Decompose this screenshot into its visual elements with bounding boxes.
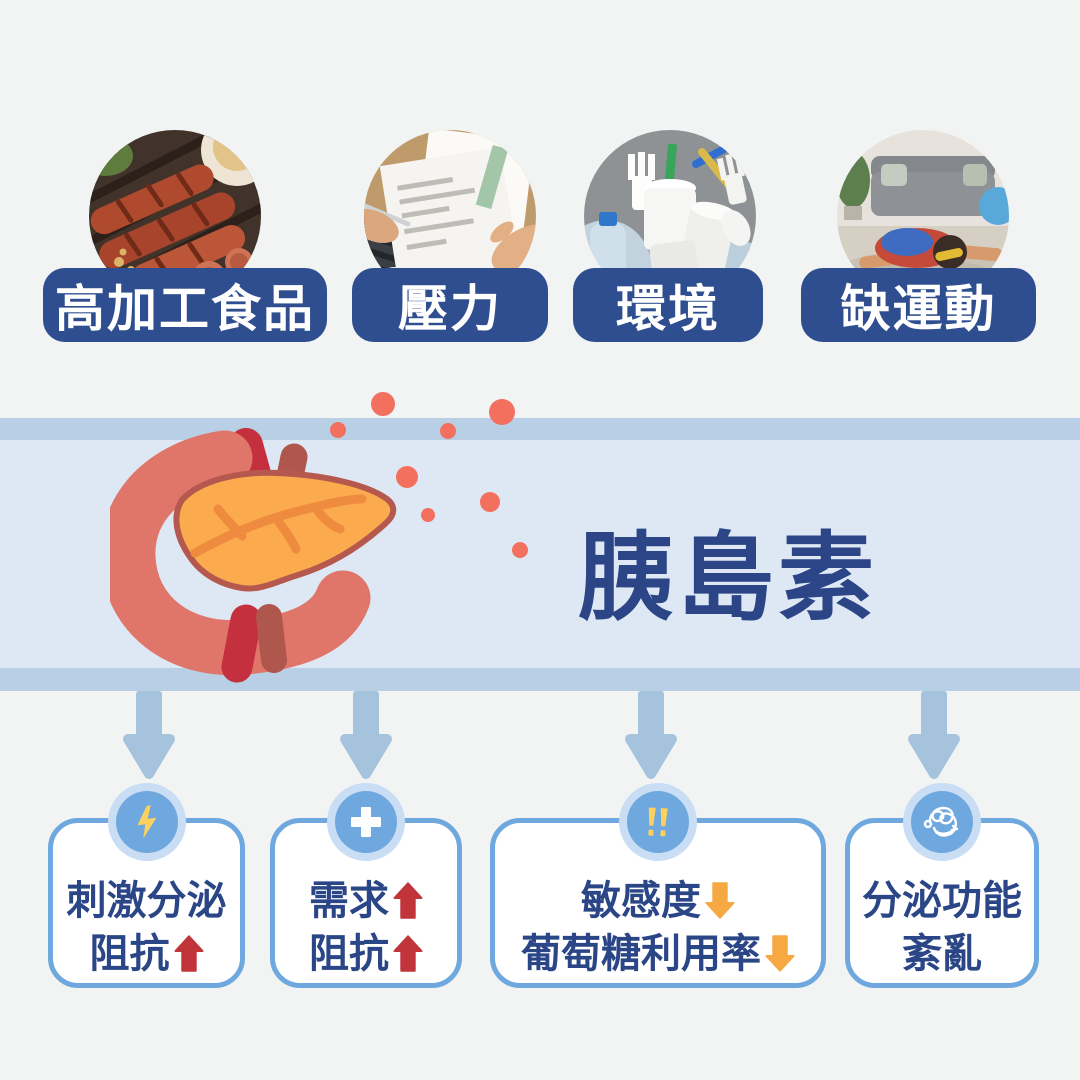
- effect-line: 敏感度: [495, 875, 821, 928]
- effect-box-stimulate-secretion: 刺激分泌 阻抗: [48, 783, 245, 988]
- cause-label-processed-food: 高加工食品: [43, 268, 327, 342]
- down-flow-arrow-icon: [340, 691, 392, 779]
- down-flow-arrow-icon: [625, 691, 677, 779]
- effect-line: 阻抗: [275, 928, 457, 981]
- tangle-scribble-icon: [911, 791, 973, 853]
- badge-ring: [107, 783, 186, 861]
- badge-ring: [327, 783, 405, 861]
- down-arrow-icon: [765, 935, 795, 972]
- effect-line: 需求: [275, 875, 457, 928]
- pancreas-illustration: [110, 392, 528, 683]
- lightning-icon: [115, 791, 178, 853]
- double-exclamation-icon: [627, 791, 689, 853]
- insulin-dots: [330, 392, 528, 558]
- band-top-strip: [0, 418, 1080, 440]
- band-bottom-strip: [0, 668, 1080, 691]
- badge-ring: [903, 783, 981, 861]
- cause-label-no-exercise: 缺運動: [801, 268, 1036, 342]
- effect-line: 葡萄糖利用率: [495, 928, 821, 981]
- up-arrow-icon: [174, 935, 204, 972]
- effect-box-sensitivity-glucose: 敏感度 葡萄糖利用率: [490, 783, 826, 988]
- plus-icon: [335, 791, 397, 853]
- effect-line: 紊亂: [902, 931, 982, 976]
- effect-box-secretion-disorder: 分泌功能 紊亂: [845, 783, 1039, 988]
- stress-paperwork-photo: [364, 130, 536, 302]
- insulin-title: 胰島素: [578, 525, 878, 632]
- cause-label-environment: 環境: [573, 268, 763, 342]
- effect-line: 阻抗: [53, 928, 240, 981]
- badge-ring: [619, 783, 697, 861]
- down-flow-arrow-icon: [123, 691, 175, 779]
- effect-line: 刺激分泌: [66, 879, 227, 923]
- effect-box-demand-resistance: 需求 阻抗: [270, 783, 462, 988]
- up-arrow-icon: [393, 935, 423, 972]
- up-arrow-icon: [393, 882, 423, 919]
- down-flow-arrow-icon: [908, 691, 960, 779]
- effect-line: 分泌功能: [862, 879, 1022, 923]
- down-arrow-icon: [705, 882, 735, 919]
- cause-label-stress: 壓力: [352, 268, 548, 342]
